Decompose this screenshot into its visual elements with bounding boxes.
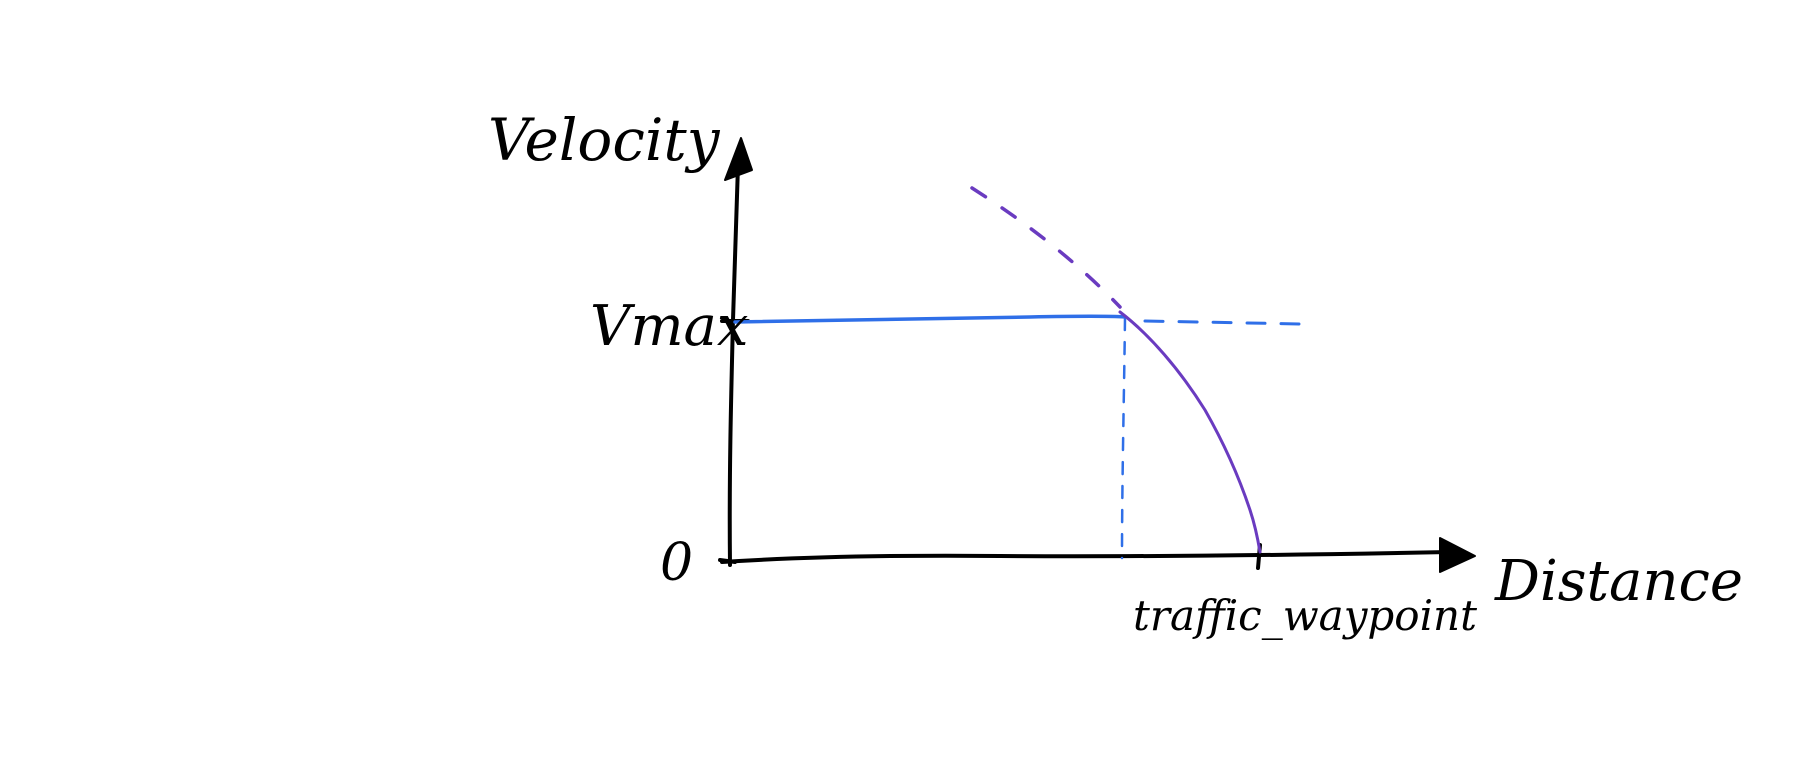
zero-tick — [718, 558, 737, 564]
vmax-line-extension — [1143, 319, 1302, 326]
y-axis-arrowhead — [724, 137, 753, 181]
zero-label: 0 — [660, 533, 693, 593]
vmax-label: Vmax — [590, 294, 749, 359]
braking-start-drop-line — [1120, 316, 1127, 560]
vmax-line — [733, 314, 1127, 324]
braking-curve — [1118, 310, 1262, 554]
x-axis — [720, 550, 1452, 564]
x-axis-arrowhead — [1439, 537, 1476, 573]
x-axis-label: Distance — [1494, 549, 1743, 614]
y-axis — [727, 163, 740, 567]
braking-curve-extension — [970, 186, 1122, 309]
y-axis-label: Velocity — [488, 106, 721, 174]
waypoint-label: traffic_waypoint — [1133, 591, 1477, 640]
